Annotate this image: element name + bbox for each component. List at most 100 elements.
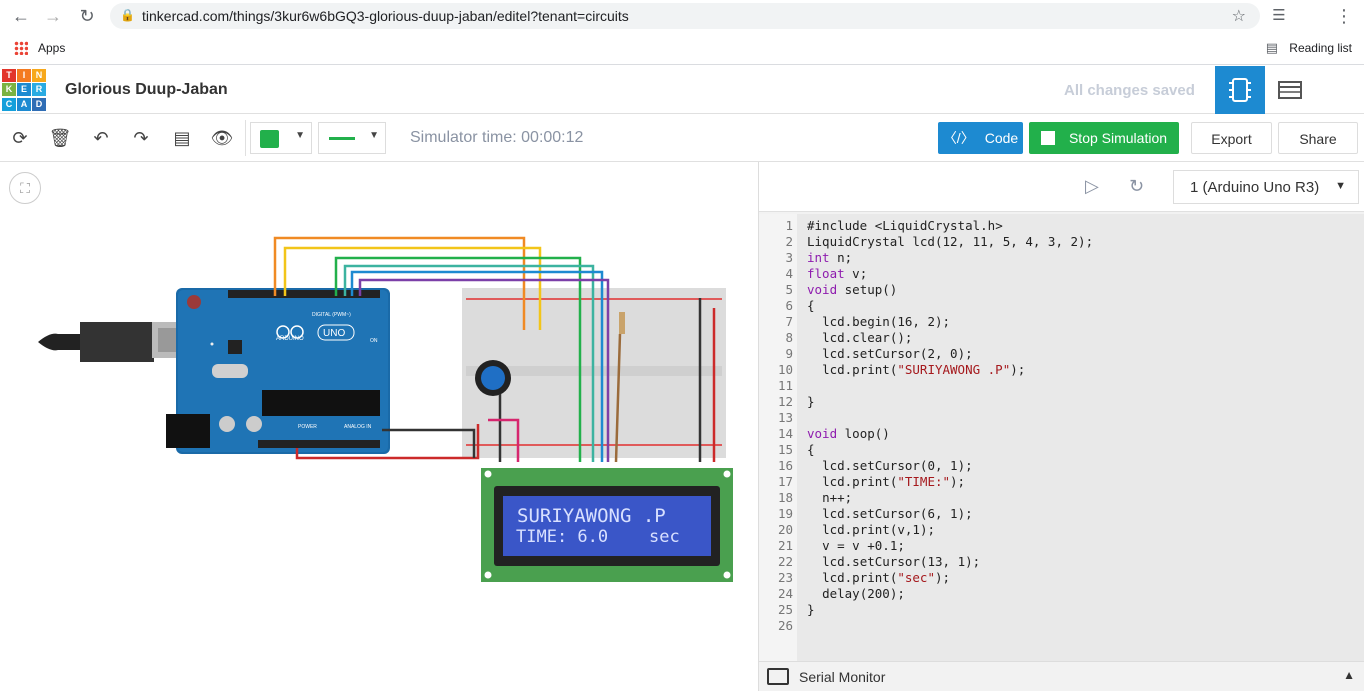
code-text: {	[807, 298, 815, 313]
code-text: lcd.setCursor(0, 1);	[822, 458, 973, 473]
code-line[interactable]: 9 lcd.setCursor(2, 0);	[759, 346, 1364, 362]
digital-label: DIGITAL (PWM~)	[312, 312, 351, 318]
export-button[interactable]: Export	[1191, 122, 1272, 154]
code-line[interactable]: 26	[759, 618, 1364, 634]
code-line[interactable]: 7 lcd.begin(16, 2);	[759, 314, 1364, 330]
chevron-down-icon: ▼	[295, 130, 305, 141]
serial-monitor-icon	[767, 668, 789, 685]
code-panel-header: ▷ ↻ 1 (Arduino Uno R3) ▼	[759, 162, 1364, 212]
line-number: 10	[777, 362, 793, 377]
code-line[interactable]: 12}	[759, 394, 1364, 410]
step-icon[interactable]: ▷	[1085, 176, 1099, 196]
code-line[interactable]: 16 lcd.setCursor(0, 1);	[759, 458, 1364, 474]
resistor[interactable]	[619, 312, 625, 334]
circuit-drawing: ARDUINO UNO DIGITAL (PWM~) ON POWER ANAL…	[38, 236, 733, 582]
code-text: }	[807, 602, 815, 617]
line-number: 1	[785, 218, 793, 233]
line-number: 2	[785, 234, 793, 249]
visibility-icon[interactable]: 👁	[210, 128, 234, 148]
code-line[interactable]: 18 n++;	[759, 490, 1364, 506]
arduino-board[interactable]: ARDUINO UNO DIGITAL (PWM~) ON POWER ANAL…	[166, 288, 390, 454]
line-number: 15	[777, 442, 793, 457]
serial-monitor-label: Serial Monitor	[799, 669, 886, 685]
board-select[interactable]: 1 (Arduino Uno R3) ▼	[1173, 170, 1359, 204]
code-line[interactable]: 21 v = v +0.1;	[759, 538, 1364, 554]
code-line[interactable]: 1#include <LiquidCrystal.h>	[759, 218, 1364, 234]
apps-link[interactable]: Apps	[38, 41, 66, 55]
chevron-down-icon: ▼	[1335, 180, 1346, 192]
bookmarks-bar: Apps ▤ Reading list	[0, 33, 1364, 65]
code-line[interactable]: 17 lcd.print("TIME:");	[759, 474, 1364, 490]
share-button[interactable]: Share	[1278, 122, 1358, 154]
line-number: 24	[777, 586, 793, 601]
circuit-view-button[interactable]	[1215, 66, 1265, 114]
divider	[245, 120, 246, 156]
line-number: 16	[777, 458, 793, 473]
code-panel: ▷ ↻ 1 (Arduino Uno R3) ▼ 1#include <Liqu…	[758, 162, 1364, 691]
wire-type-dropdown[interactable]: ▼	[318, 122, 386, 154]
rotate-icon[interactable]: ⟳	[12, 128, 28, 148]
code-line[interactable]: 25}	[759, 602, 1364, 618]
code-button[interactable]: 〈/〉Code	[938, 122, 1023, 154]
stop-simulation-button[interactable]: Stop Simulation	[1029, 122, 1179, 154]
code-line[interactable]: 6{	[759, 298, 1364, 314]
line-number: 18	[777, 490, 793, 505]
fit-view-icon[interactable]: ⛶	[9, 172, 41, 204]
line-number: 9	[785, 346, 793, 361]
code-text: {	[807, 442, 815, 457]
back-icon[interactable]: ←	[12, 6, 30, 26]
address-bar[interactable]: 🔒 tinkercad.com/things/3kur6w6bGQ3-glori…	[110, 3, 1260, 29]
circuit-canvas[interactable]: ⛶ ARDUINO UNO DIGITAL (PWM~)	[0, 162, 757, 691]
code-text: lcd.print("sec");	[822, 570, 951, 585]
code-line[interactable]: 22 lcd.setCursor(13, 1);	[759, 554, 1364, 570]
code-line[interactable]: 8 lcd.clear();	[759, 330, 1364, 346]
star-icon[interactable]: ☆	[1231, 8, 1246, 25]
arduino-brand: ARDUINO	[276, 336, 304, 342]
code-text: delay(200);	[822, 586, 905, 601]
project-title[interactable]: Glorious Duup-Jaban	[65, 81, 228, 98]
code-line[interactable]: 15 {	[759, 442, 1364, 458]
reading-list-link[interactable]: Reading list	[1289, 41, 1352, 55]
line-number: 26	[777, 618, 793, 633]
code-line[interactable]: 24 delay(200);	[759, 586, 1364, 602]
wires	[273, 236, 716, 463]
component-list-button[interactable]	[1265, 66, 1315, 114]
redo-icon[interactable]: ↷	[133, 128, 149, 148]
color-swatch	[260, 130, 279, 148]
apps-icon[interactable]	[14, 41, 28, 55]
code-text: lcd.begin(16, 2);	[822, 314, 951, 329]
serial-monitor-bar[interactable]: Serial Monitor ▲	[759, 661, 1364, 691]
media-icon[interactable]: ☰	[1272, 7, 1286, 24]
on-label: ON	[370, 338, 378, 344]
menu-icon[interactable]: ⋮	[1335, 6, 1353, 26]
code-text: int n;	[807, 250, 853, 265]
reading-list-icon[interactable]: ▤	[1265, 40, 1278, 55]
delete-icon[interactable]: 🗑	[48, 128, 72, 148]
forward-icon[interactable]: →	[44, 6, 62, 26]
code-line[interactable]: 13	[759, 410, 1364, 426]
code-line[interactable]: 10 lcd.print("SURIYAWONG .P");	[759, 362, 1364, 378]
code-text: lcd.print("SURIYAWONG .P");	[822, 362, 1026, 377]
url-text: tinkercad.com/things/3kur6w6bGQ3-gloriou…	[142, 8, 629, 24]
debugger-icon[interactable]: ↻	[1129, 176, 1145, 196]
code-line[interactable]: 23 lcd.print("sec");	[759, 570, 1364, 586]
code-text: n++;	[822, 490, 853, 505]
notes-icon[interactable]: ▤	[173, 128, 191, 148]
caret-up-icon[interactable]: ▲	[1343, 668, 1355, 682]
code-line[interactable]: 11	[759, 378, 1364, 394]
reload-icon[interactable]: ↻	[79, 6, 95, 26]
lcd-display[interactable]: SURIYAWONG .P TIME: 6.0 sec	[481, 468, 733, 582]
color-dropdown[interactable]: ▼	[250, 122, 312, 154]
code-line[interactable]: 19 lcd.setCursor(6, 1);	[759, 506, 1364, 522]
code-line[interactable]: 20 lcd.print(v,1);	[759, 522, 1364, 538]
undo-icon[interactable]: ↶	[93, 128, 109, 148]
potentiometer[interactable]	[475, 360, 511, 396]
